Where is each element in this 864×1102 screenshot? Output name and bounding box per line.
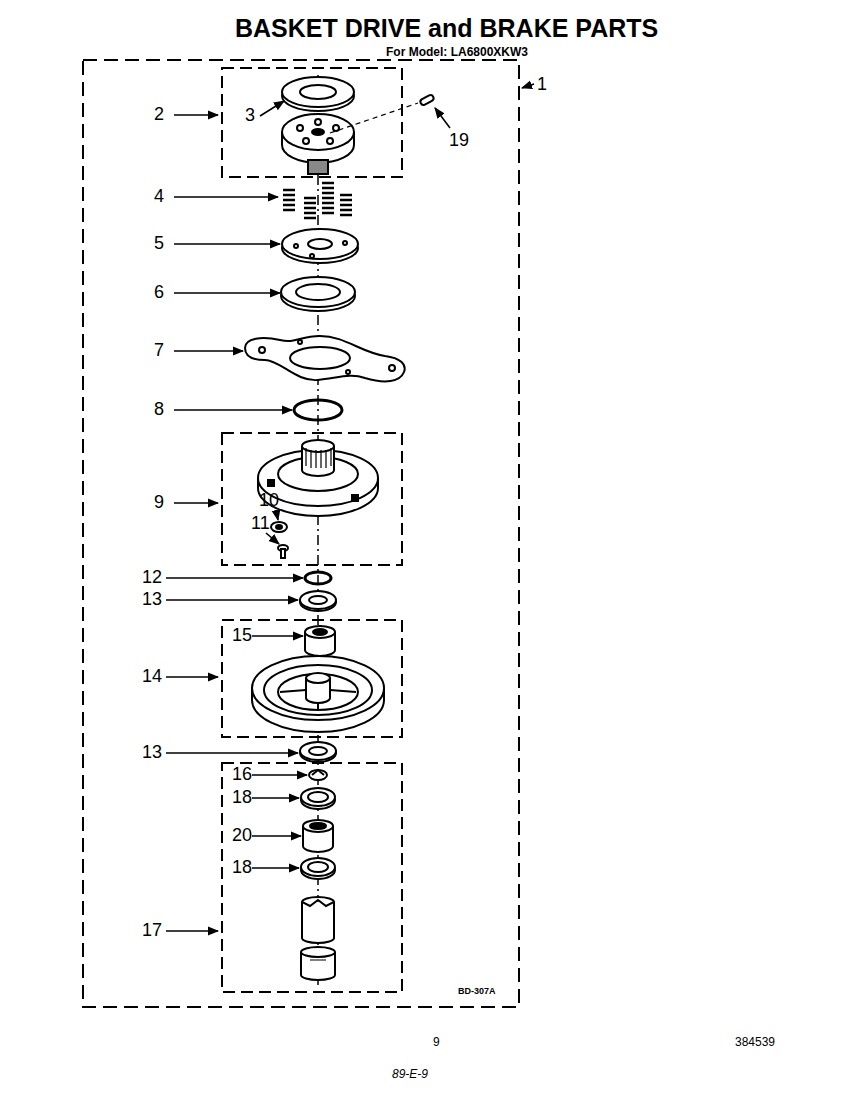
washer — [301, 788, 335, 809]
spring-plate — [282, 229, 358, 263]
callout-number: 13 — [142, 743, 162, 761]
bearing — [303, 820, 333, 852]
pin — [419, 94, 434, 106]
callout-number: 11 — [251, 514, 270, 532]
group-bracket — [83, 60, 519, 1007]
retaining-ring — [294, 400, 342, 420]
washer — [282, 77, 354, 111]
part-number: 384539 — [735, 1036, 775, 1048]
callout-number: 14 — [142, 667, 162, 685]
callout-number: 6 — [154, 283, 164, 301]
callout-number: 3 — [245, 106, 255, 124]
pulley — [252, 656, 384, 732]
callout-number: 1 — [537, 75, 547, 93]
washer — [300, 742, 336, 762]
callout-number: 18 — [232, 858, 252, 876]
screw — [278, 545, 288, 558]
brake-hub — [258, 440, 378, 516]
callout-number: 13 — [142, 590, 162, 608]
callout-number: 4 — [154, 187, 164, 205]
group-bracket — [222, 620, 402, 737]
model-note: For Model: LA6800XKW3 — [386, 46, 528, 58]
diagram-title: BASKET DRIVE and BRAKE PARTS — [235, 16, 658, 41]
callout-number: 5 — [154, 234, 164, 252]
washer — [281, 277, 355, 311]
washer — [301, 858, 335, 879]
group-bracket — [222, 68, 402, 177]
brake-bracket — [245, 336, 405, 381]
page-number: 9 — [433, 1036, 440, 1048]
callout-number: 20 — [232, 826, 252, 844]
retaining-ring — [305, 572, 331, 584]
figure-code: BD-307A — [458, 987, 496, 996]
callout-number: 9 — [154, 493, 164, 511]
callout-number: 18 — [232, 788, 252, 806]
spring — [283, 183, 352, 218]
group-bracket — [222, 433, 402, 565]
group-bracket — [222, 763, 402, 992]
callout-number: 12 — [142, 568, 162, 586]
washer — [271, 522, 287, 532]
handwritten-note: 89-E-9 — [392, 1068, 428, 1080]
callout-number: 15 — [232, 626, 252, 644]
callout-number: 16 — [232, 765, 252, 783]
washer — [300, 591, 336, 611]
callout-number: 8 — [154, 400, 164, 418]
drive-hub — [282, 114, 354, 174]
drive-tube — [301, 897, 335, 980]
leader-line — [166, 84, 534, 931]
callout-number: 17 — [142, 921, 162, 939]
callout-number: 2 — [154, 105, 164, 123]
callout-number: 10 — [259, 491, 279, 509]
callout-number: 19 — [449, 131, 469, 149]
seal — [309, 770, 327, 780]
callout-number: 7 — [154, 341, 164, 359]
bearing — [305, 626, 335, 656]
